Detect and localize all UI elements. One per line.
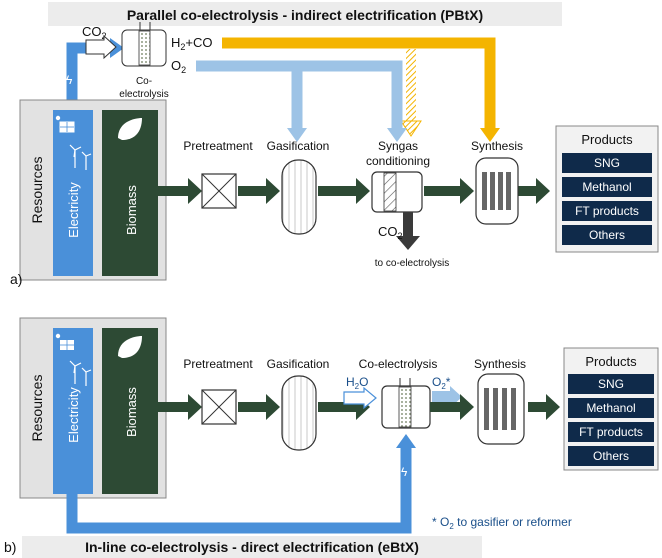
product-item: Others xyxy=(593,449,629,463)
product-item: FT products xyxy=(575,204,639,218)
panel-b-title-band xyxy=(22,536,482,558)
pretreatment-unit-a xyxy=(201,173,237,209)
co-electrolysis-unit-a xyxy=(121,22,167,67)
co-electrolysis-label-a2: electrolysis xyxy=(119,89,168,100)
o2-label-a: O2 xyxy=(171,58,186,75)
products-title-a: Products xyxy=(581,132,633,147)
products-list-b: SNG Methanol FT products Others xyxy=(568,374,654,466)
lightning-icon: ϟ xyxy=(66,73,73,87)
h2o-label: H2O xyxy=(346,375,368,391)
electricity-label-b: Electricity xyxy=(66,387,81,443)
electricity-label-a: Electricity xyxy=(66,182,81,238)
product-item: SNG xyxy=(594,156,620,170)
panel-a-title-band xyxy=(48,2,562,26)
resources-label-b: Resources xyxy=(29,375,45,442)
synthesis-reactor-a xyxy=(475,157,519,225)
product-item: SNG xyxy=(598,377,624,391)
biomass-label-b: Biomass xyxy=(124,387,139,437)
o2-label-b: O2* xyxy=(432,375,451,391)
synthesis-reactor-b xyxy=(477,373,525,445)
products-title-b: Products xyxy=(585,354,637,369)
panel-b-letter: b) xyxy=(4,539,16,555)
gasification-label-b: Gasification xyxy=(267,357,330,371)
panel-b: Resources Electricity Biomass ϟ Pretreat… xyxy=(4,317,659,558)
leaf-icon xyxy=(118,336,142,358)
resources-label-a: Resources xyxy=(29,157,45,224)
h2o-input-arrow xyxy=(343,386,377,410)
main-flow-arrows-a xyxy=(158,178,550,204)
syngas-label-a1: Syngas xyxy=(378,139,418,153)
syngas-label-a2: conditioning xyxy=(366,154,430,168)
solar-panel-icon xyxy=(55,333,74,350)
panel-a-letter: a) xyxy=(10,271,22,287)
co-electrolysis-label-a1: Co- xyxy=(136,76,152,87)
wind-turbine-icon xyxy=(69,360,92,386)
pretreatment-label-a: Pretreatment xyxy=(183,139,253,153)
wind-turbine-icon xyxy=(69,144,92,170)
biomass-label-a: Biomass xyxy=(124,185,139,235)
product-item: Methanol xyxy=(582,180,631,194)
pretreatment-label-b: Pretreatment xyxy=(183,357,253,371)
solar-panel-icon xyxy=(55,115,75,133)
h2co-hatched-arrow xyxy=(406,49,416,121)
co2-out-label: CO2 xyxy=(378,224,403,241)
electricity-feed-arrow-b xyxy=(66,448,412,534)
to-co-electrolysis-label: to co-electrolysis xyxy=(375,258,449,269)
footnote: * O2 to gasifier or reformer xyxy=(432,515,572,531)
co2-input-arrow xyxy=(85,34,117,60)
pretreatment-unit-b xyxy=(201,389,237,425)
h2co-flow-arrow xyxy=(222,37,496,128)
synthesis-label-a: Synthesis xyxy=(471,139,523,153)
co-electrolysis-label-b: Co-electrolysis xyxy=(359,357,438,371)
h2co-label: H2+CO xyxy=(171,35,213,52)
gasification-label-a: Gasification xyxy=(267,139,330,153)
gasifier-unit-a xyxy=(281,159,317,235)
lightning-icon: ϟ xyxy=(401,465,408,479)
leaf-icon xyxy=(118,118,142,140)
product-item: Methanol xyxy=(586,401,635,415)
products-list-a: SNG Methanol FT products Others xyxy=(562,153,652,245)
co2-out-arrow xyxy=(403,212,413,238)
product-item: FT products xyxy=(579,425,643,439)
o2-flow-arrow xyxy=(196,60,403,128)
syngas-conditioning-unit xyxy=(371,171,423,213)
electricity-column-a xyxy=(53,110,93,276)
product-item: Others xyxy=(589,228,625,242)
gasifier-unit-b xyxy=(281,375,317,451)
co2-input-label: CO2 xyxy=(82,24,107,41)
electricity-column-b xyxy=(53,328,93,494)
panel-a-title: Parallel co-electrolysis - indirect elec… xyxy=(127,7,483,23)
panel-b-title: In-line co-electrolysis - direct electri… xyxy=(85,539,419,555)
synthesis-label-b: Synthesis xyxy=(474,357,526,371)
panel-a: Parallel co-electrolysis - indirect elec… xyxy=(10,2,659,287)
co-electrolysis-unit-b xyxy=(381,378,431,429)
